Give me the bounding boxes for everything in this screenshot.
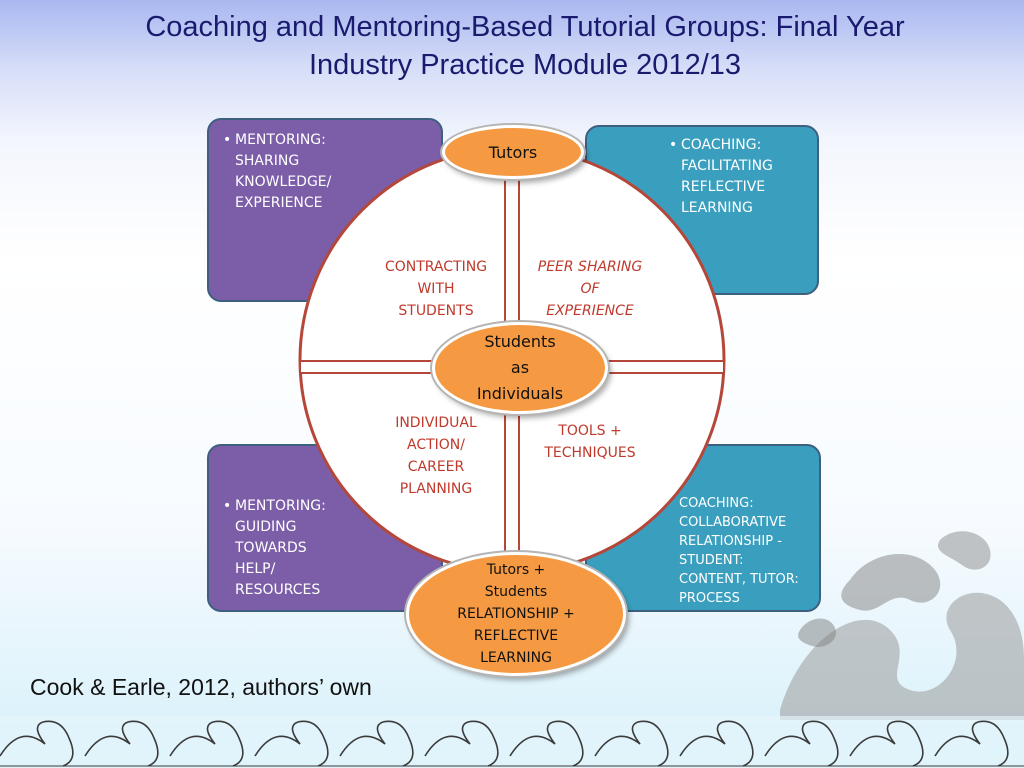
box-text-line: PROCESS bbox=[679, 591, 740, 606]
box-text-line: MENTORING: bbox=[235, 498, 326, 514]
quadrant-text-line: OF bbox=[580, 281, 600, 297]
oval-text-line: as bbox=[510, 358, 530, 377]
box-text-line: EXPERIENCE bbox=[235, 195, 323, 211]
quadrant-text-line: STUDENTS bbox=[398, 303, 474, 319]
slide-title-line-2: Industry Practice Module 2012/13 bbox=[308, 49, 742, 81]
tutors-students-relationship-oval: Tutors + Students RELATIONSHIP + REFLECT… bbox=[406, 552, 626, 676]
quadrant-text-line: EXPERIENCE bbox=[546, 303, 634, 319]
box-text-line: GUIDING bbox=[235, 519, 297, 535]
slide-title: Coaching and Mentoring-Based Tutorial Gr… bbox=[40, 8, 1010, 84]
slide-title-line-1: Coaching and Mentoring-Based Tutorial Gr… bbox=[145, 11, 905, 43]
oval-text-line: Tutors + bbox=[486, 562, 546, 578]
box-text-line: COACHING: bbox=[679, 496, 754, 511]
quadrant-text-line: TECHNIQUES bbox=[544, 445, 636, 461]
box-text-line: SHARING bbox=[235, 153, 300, 169]
quadrant-tools-techniques: TOOLS + TECHNIQUES bbox=[520, 420, 660, 464]
dragon-decoration-image bbox=[780, 531, 1024, 720]
box-text-line: COACHING: bbox=[681, 137, 762, 153]
quadrant-text-line: WITH bbox=[417, 281, 455, 297]
box-text-line: REFLECTIVE bbox=[681, 179, 766, 195]
box-text-line: FACILITATING bbox=[681, 158, 773, 174]
box-text-line: LEARNING bbox=[681, 200, 753, 216]
quadrant-text-line: CAREER bbox=[407, 459, 465, 475]
quadrant-text-line: INDIVIDUAL bbox=[395, 415, 477, 431]
quadrant-text-line: CONTRACTING bbox=[384, 259, 488, 275]
box-text-line: RESOURCES bbox=[235, 582, 321, 598]
box-text-line: STUDENT: bbox=[679, 553, 744, 568]
citation-text: Cook & Earle, 2012, authors’ own bbox=[30, 674, 372, 700]
quadrant-individual-action: INDIVIDUAL ACTION/ CAREER PLANNING bbox=[366, 412, 506, 500]
students-as-individuals-oval: Students as Individuals bbox=[432, 322, 608, 414]
bullet-dot: • bbox=[669, 137, 678, 153]
box-text-line: TOWARDS bbox=[235, 540, 307, 556]
oval-text-line: RELATIONSHIP + bbox=[457, 606, 575, 622]
quadrant-text-line: TOOLS + bbox=[558, 423, 622, 439]
oval-text-line: Individuals bbox=[476, 384, 564, 403]
bullet-dot: • bbox=[223, 132, 232, 148]
oval-text-line: REFLECTIVE bbox=[473, 628, 559, 644]
box-text-line: CONTENT, TUTOR: bbox=[679, 572, 799, 587]
oval-text-line: LEARNING bbox=[480, 650, 552, 666]
oval-text-line: Students bbox=[484, 584, 548, 600]
box-text-line: KNOWLEDGE/ bbox=[235, 174, 332, 190]
quadrant-text-line: PEER SHARING bbox=[537, 259, 643, 275]
oval-text-line: Students bbox=[484, 332, 556, 351]
quadrant-contracting: CONTRACTING WITH STUDENTS bbox=[366, 256, 506, 322]
bullet-dot: • bbox=[223, 498, 232, 514]
wave-border-decoration bbox=[0, 716, 1024, 768]
box-text-line: COLLABORATIVE bbox=[679, 515, 787, 530]
quadrant-text-line: ACTION/ bbox=[407, 437, 465, 453]
quadrant-text-line: PLANNING bbox=[399, 481, 473, 497]
box-text-line: MENTORING: bbox=[235, 132, 326, 148]
box-text-line: HELP/ bbox=[235, 561, 276, 577]
tutors-oval: Tutors bbox=[442, 125, 584, 179]
oval-text-line: Tutors bbox=[488, 142, 538, 162]
box-text-line: RELATIONSHIP - bbox=[679, 534, 782, 549]
quadrant-peer-sharing: PEER SHARING OF EXPERIENCE bbox=[520, 256, 660, 322]
